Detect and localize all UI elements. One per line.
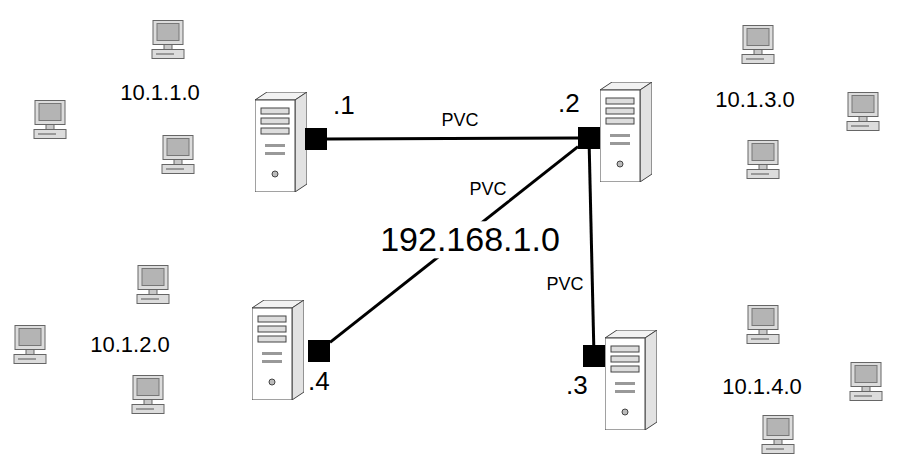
computer-icon [34, 101, 66, 139]
router-symbol [600, 82, 652, 182]
network-address: 192.168.1.0 [376, 221, 564, 258]
interface-address: .2 [558, 90, 580, 116]
link-label: PVC [439, 111, 480, 131]
subnet-address: 10.1.2.0 [90, 333, 170, 357]
pvc-link [330, 147, 578, 343]
router-symbol [605, 330, 657, 430]
subnet-address: 10.1.3.0 [715, 88, 795, 112]
computer-icon [747, 141, 779, 179]
computer-icon [747, 306, 779, 344]
computer-icon [137, 266, 169, 304]
computer-icon [762, 416, 794, 454]
pvc-link [589, 149, 593, 345]
network-cloud: 192.168.1.0 .1 .2 .4 .3 [295, 0, 690, 473]
interface-address: .1 [333, 92, 355, 118]
computer-icon [847, 93, 879, 131]
router-symbol [255, 92, 307, 192]
interface-port: .2 [578, 127, 600, 149]
computer-icon [14, 326, 46, 364]
computer-icon [152, 21, 184, 59]
cloud-outline [292, 6, 669, 466]
lan-ellipse: 10.1.1.0 [55, 55, 265, 150]
lan-ellipse: 10.1.2.0 [45, 298, 255, 393]
link-label: PVC [467, 180, 508, 200]
lan-ellipse: 10.1.3.0 [655, 62, 855, 157]
interface-address: .4 [308, 368, 330, 394]
interface-port: .1 [305, 128, 327, 150]
pvc-link [327, 137, 578, 141]
ellipse-outline [56, 56, 264, 149]
ellipse-outline [46, 299, 254, 392]
ellipse-outline [663, 341, 861, 434]
subnet-address: 10.1.4.0 [722, 375, 802, 399]
computer-icon [850, 363, 882, 401]
interface-address: .3 [566, 372, 588, 398]
interface-port: .4 [308, 340, 330, 362]
computer-icon [132, 376, 164, 414]
link-label: PVC [544, 275, 585, 295]
computer-icon [162, 136, 194, 174]
interface-port: .3 [583, 345, 605, 367]
ellipse-outline [656, 63, 854, 156]
router-symbol [252, 300, 304, 400]
lan-ellipse: 10.1.4.0 [662, 340, 862, 435]
computer-icon [742, 26, 774, 64]
subnet-address: 10.1.1.0 [120, 81, 200, 105]
